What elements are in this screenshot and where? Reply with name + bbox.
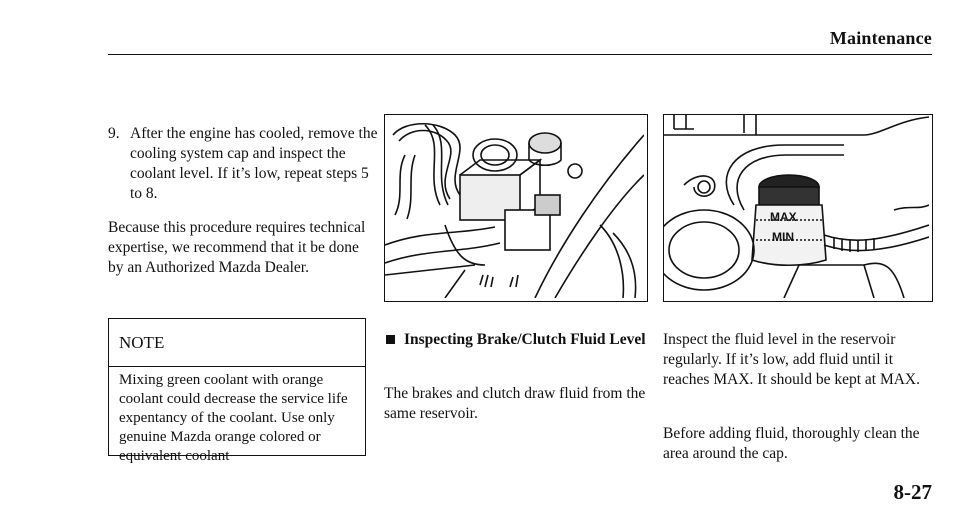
- header-divider: [108, 54, 932, 55]
- note-body: Mixing green coolant with orange coolant…: [119, 372, 348, 464]
- section-heading: Inspecting Brake/Clutch Fluid Level: [384, 330, 654, 350]
- inspect-paragraph: Inspect the fluid level in the reservoir…: [663, 331, 920, 388]
- engine-bay-illustration: [384, 114, 648, 302]
- note-title: NOTE: [119, 333, 165, 352]
- step-number: 9.: [108, 125, 120, 142]
- section-paragraph: The brakes and clutch draw fluid from th…: [384, 385, 646, 422]
- section-title: Maintenance: [829, 28, 932, 48]
- note-box: NOTE Mixing green coolant with orange co…: [108, 318, 366, 464]
- step-9: 9. After the engine has cooled, remove t…: [108, 124, 378, 204]
- brake-fluid-reservoir-illustration: MAX MIN: [663, 114, 933, 302]
- page-number: 8-27: [893, 480, 933, 504]
- clean-paragraph: Before adding fluid, thoroughly clean th…: [663, 425, 920, 462]
- section-heading-text: Inspecting Brake/Clutch Fluid Level: [404, 331, 646, 348]
- reservoir-min-label: MIN: [772, 230, 794, 244]
- reservoir-max-label: MAX: [770, 210, 797, 224]
- note-divider: [109, 366, 365, 367]
- paragraph-expertise: Because this procedure requires technica…: [108, 219, 366, 276]
- step-text: After the engine has cooled, remove the …: [130, 125, 378, 202]
- bullet-square-icon: [386, 335, 395, 344]
